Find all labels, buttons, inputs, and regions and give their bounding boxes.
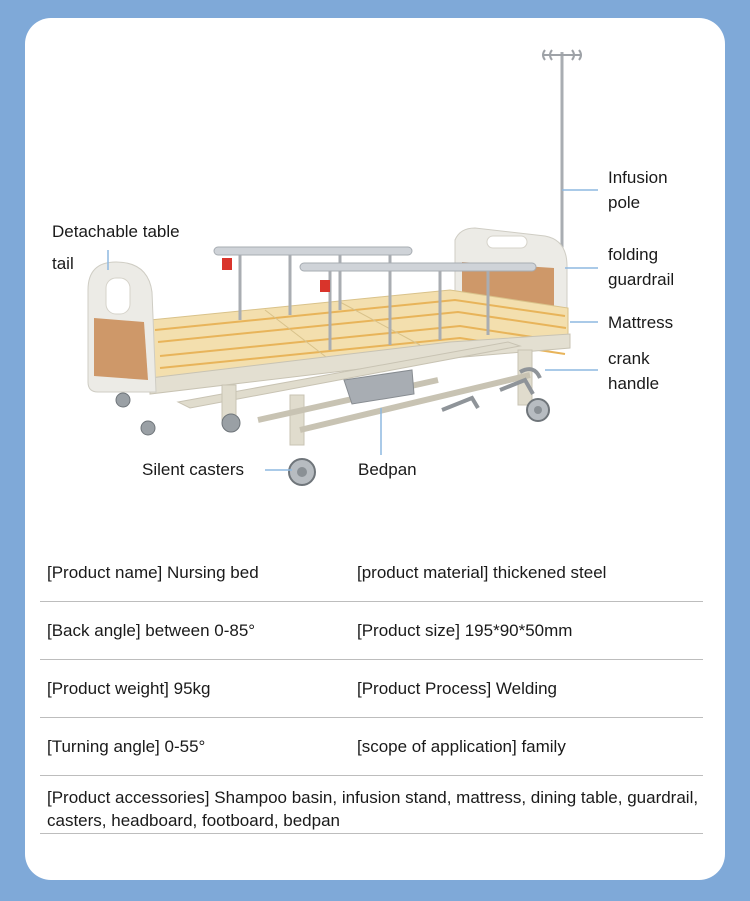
spec-product-material: [product material] thickened steel [357,563,607,582]
footboard [87,261,157,393]
silent-casters [115,392,550,486]
callout-bedpan: Bedpan [358,460,417,479]
spec-back-angle: [Back angle] between 0-85° [47,621,256,640]
spec-turning-angle: [Turning angle] 0-55° [47,737,206,756]
spec-row: [Turning angle] 0-55° [scope of applicat… [40,718,703,776]
nursing-bed-illustration [87,49,598,486]
callout-table-tail: Detachable table tail [52,222,180,273]
callout-crank-handle: crank handle [608,349,660,393]
crank-handle [441,367,542,412]
spec-table: [Product name] Nursing bed [product mate… [40,544,703,834]
callout-casters: Silent casters [142,460,245,479]
bed-frame [149,333,571,446]
spec-row: [Product name] Nursing bed [product mate… [40,544,703,602]
callout-leaders [107,189,598,471]
callout-mattress: Mattress [608,313,674,332]
product-card [25,18,725,880]
spec-row: [Back angle] between 0-85° [Product size… [40,602,703,660]
spec-row: [Product weight] 95kg [Product Process] … [40,660,703,718]
spec-product-name: [Product name] Nursing bed [47,563,259,582]
infusion-pole [542,49,582,265]
spec-product-size: [Product size] 195*90*50mm [357,621,573,640]
spec-product-process: [Product Process] Welding [357,679,557,698]
bedpan [343,369,415,405]
spec-product-accessories: [Product accessories] Shampoo basin, inf… [47,788,699,830]
spec-row-accessories: [Product accessories] Shampoo basin, inf… [40,776,703,834]
spec-scope-of-application: [scope of application] family [357,737,566,756]
spec-product-weight: [Product weight] 95kg [47,679,211,698]
callout-infusion-pole: Infusion pole [608,168,668,212]
folding-guardrail [213,246,537,350]
callout-folding-guardrail: folding guardrail [608,245,675,289]
